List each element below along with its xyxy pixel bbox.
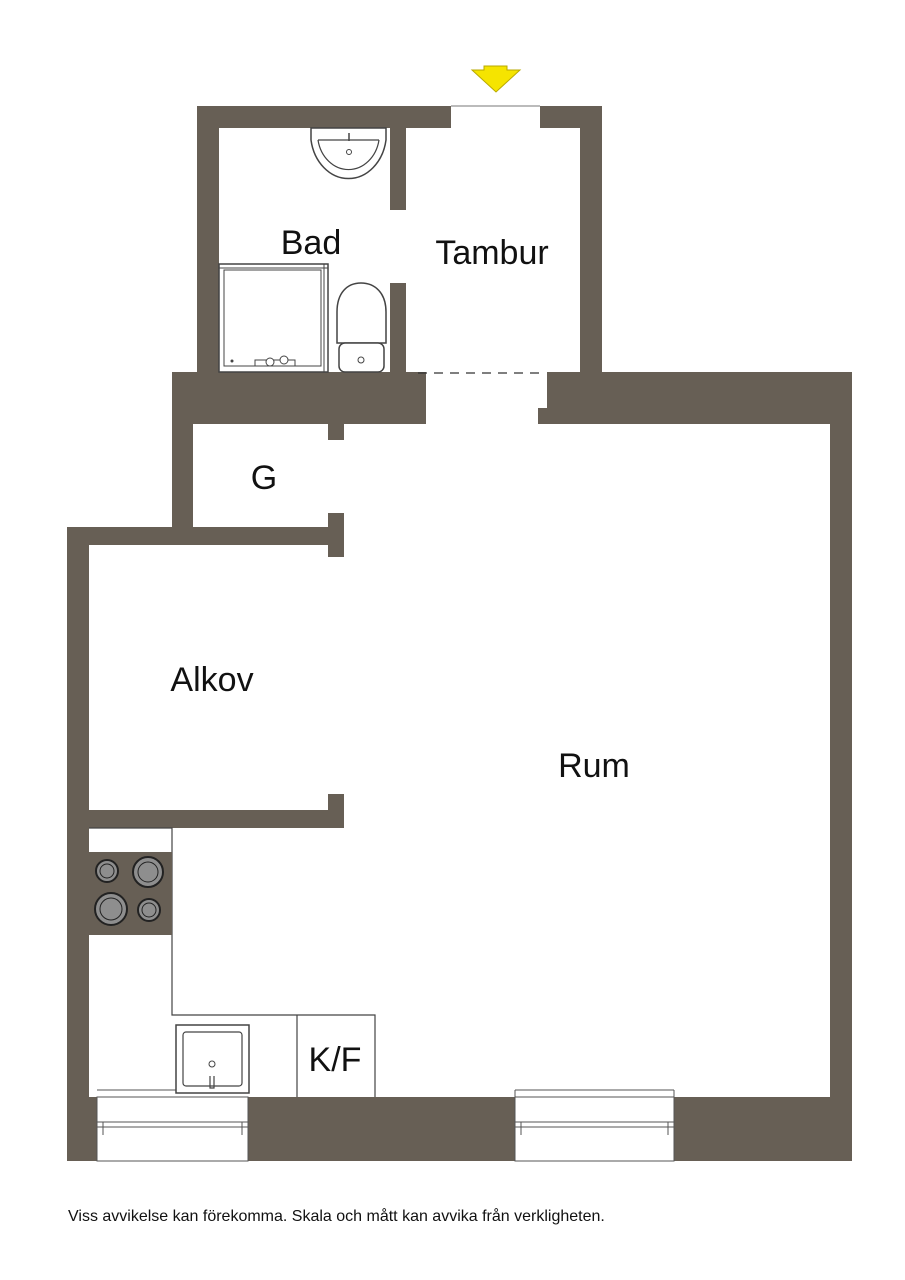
room-label-bad: Bad bbox=[281, 224, 342, 262]
room-label-rum: Rum bbox=[558, 747, 630, 785]
sink-icon bbox=[310, 127, 387, 180]
wall-g-right-upper bbox=[328, 424, 344, 440]
wall-bottom-right bbox=[674, 1097, 852, 1161]
wall-g-left bbox=[172, 372, 193, 540]
wall-alkov-top bbox=[67, 527, 344, 545]
wall-tambur-right bbox=[580, 106, 602, 374]
wall-mid-right bbox=[547, 372, 852, 424]
wall-mid-right-stub bbox=[538, 408, 550, 424]
entrance bbox=[418, 65, 546, 374]
wall-mid-left-stub bbox=[416, 372, 426, 424]
wall-bottom-middle bbox=[248, 1097, 515, 1161]
wall-outer-right bbox=[830, 372, 852, 1161]
toilet-icon bbox=[336, 282, 387, 373]
kitchen-fixtures bbox=[89, 827, 376, 1097]
wall-alkov-bottom bbox=[89, 810, 344, 828]
walls bbox=[67, 106, 852, 1161]
kitchen-sink-icon bbox=[175, 1024, 250, 1094]
wall-top-left bbox=[197, 106, 451, 128]
wall-outer-left bbox=[67, 527, 89, 1161]
room-label-kf: K/F bbox=[309, 1041, 362, 1079]
wall-mid-left bbox=[172, 372, 416, 424]
room-labels: Bad Tambur G Alkov Rum K/F bbox=[170, 224, 629, 1079]
kitchen-counter bbox=[89, 827, 376, 1097]
entrance-arrow-icon bbox=[470, 65, 522, 93]
wall-bad-left bbox=[197, 106, 219, 374]
wall-bad-partition-upper bbox=[390, 128, 406, 210]
windows bbox=[96, 1089, 675, 1162]
stove-icon bbox=[89, 852, 172, 935]
wall-bottom-left bbox=[67, 1097, 97, 1161]
shower-icon bbox=[218, 263, 329, 373]
wall-bad-partition-lower bbox=[390, 283, 406, 374]
wall-alkov-stub bbox=[328, 794, 344, 828]
window-left bbox=[96, 1096, 249, 1162]
bathroom-fixtures bbox=[218, 127, 387, 373]
room-label-g: G bbox=[251, 459, 277, 497]
window-right bbox=[514, 1096, 675, 1162]
room-label-alkov: Alkov bbox=[170, 661, 253, 699]
disclaimer-text: Viss avvikelse kan förekomma. Skala och … bbox=[68, 1208, 605, 1225]
room-label-tambur: Tambur bbox=[435, 234, 548, 272]
